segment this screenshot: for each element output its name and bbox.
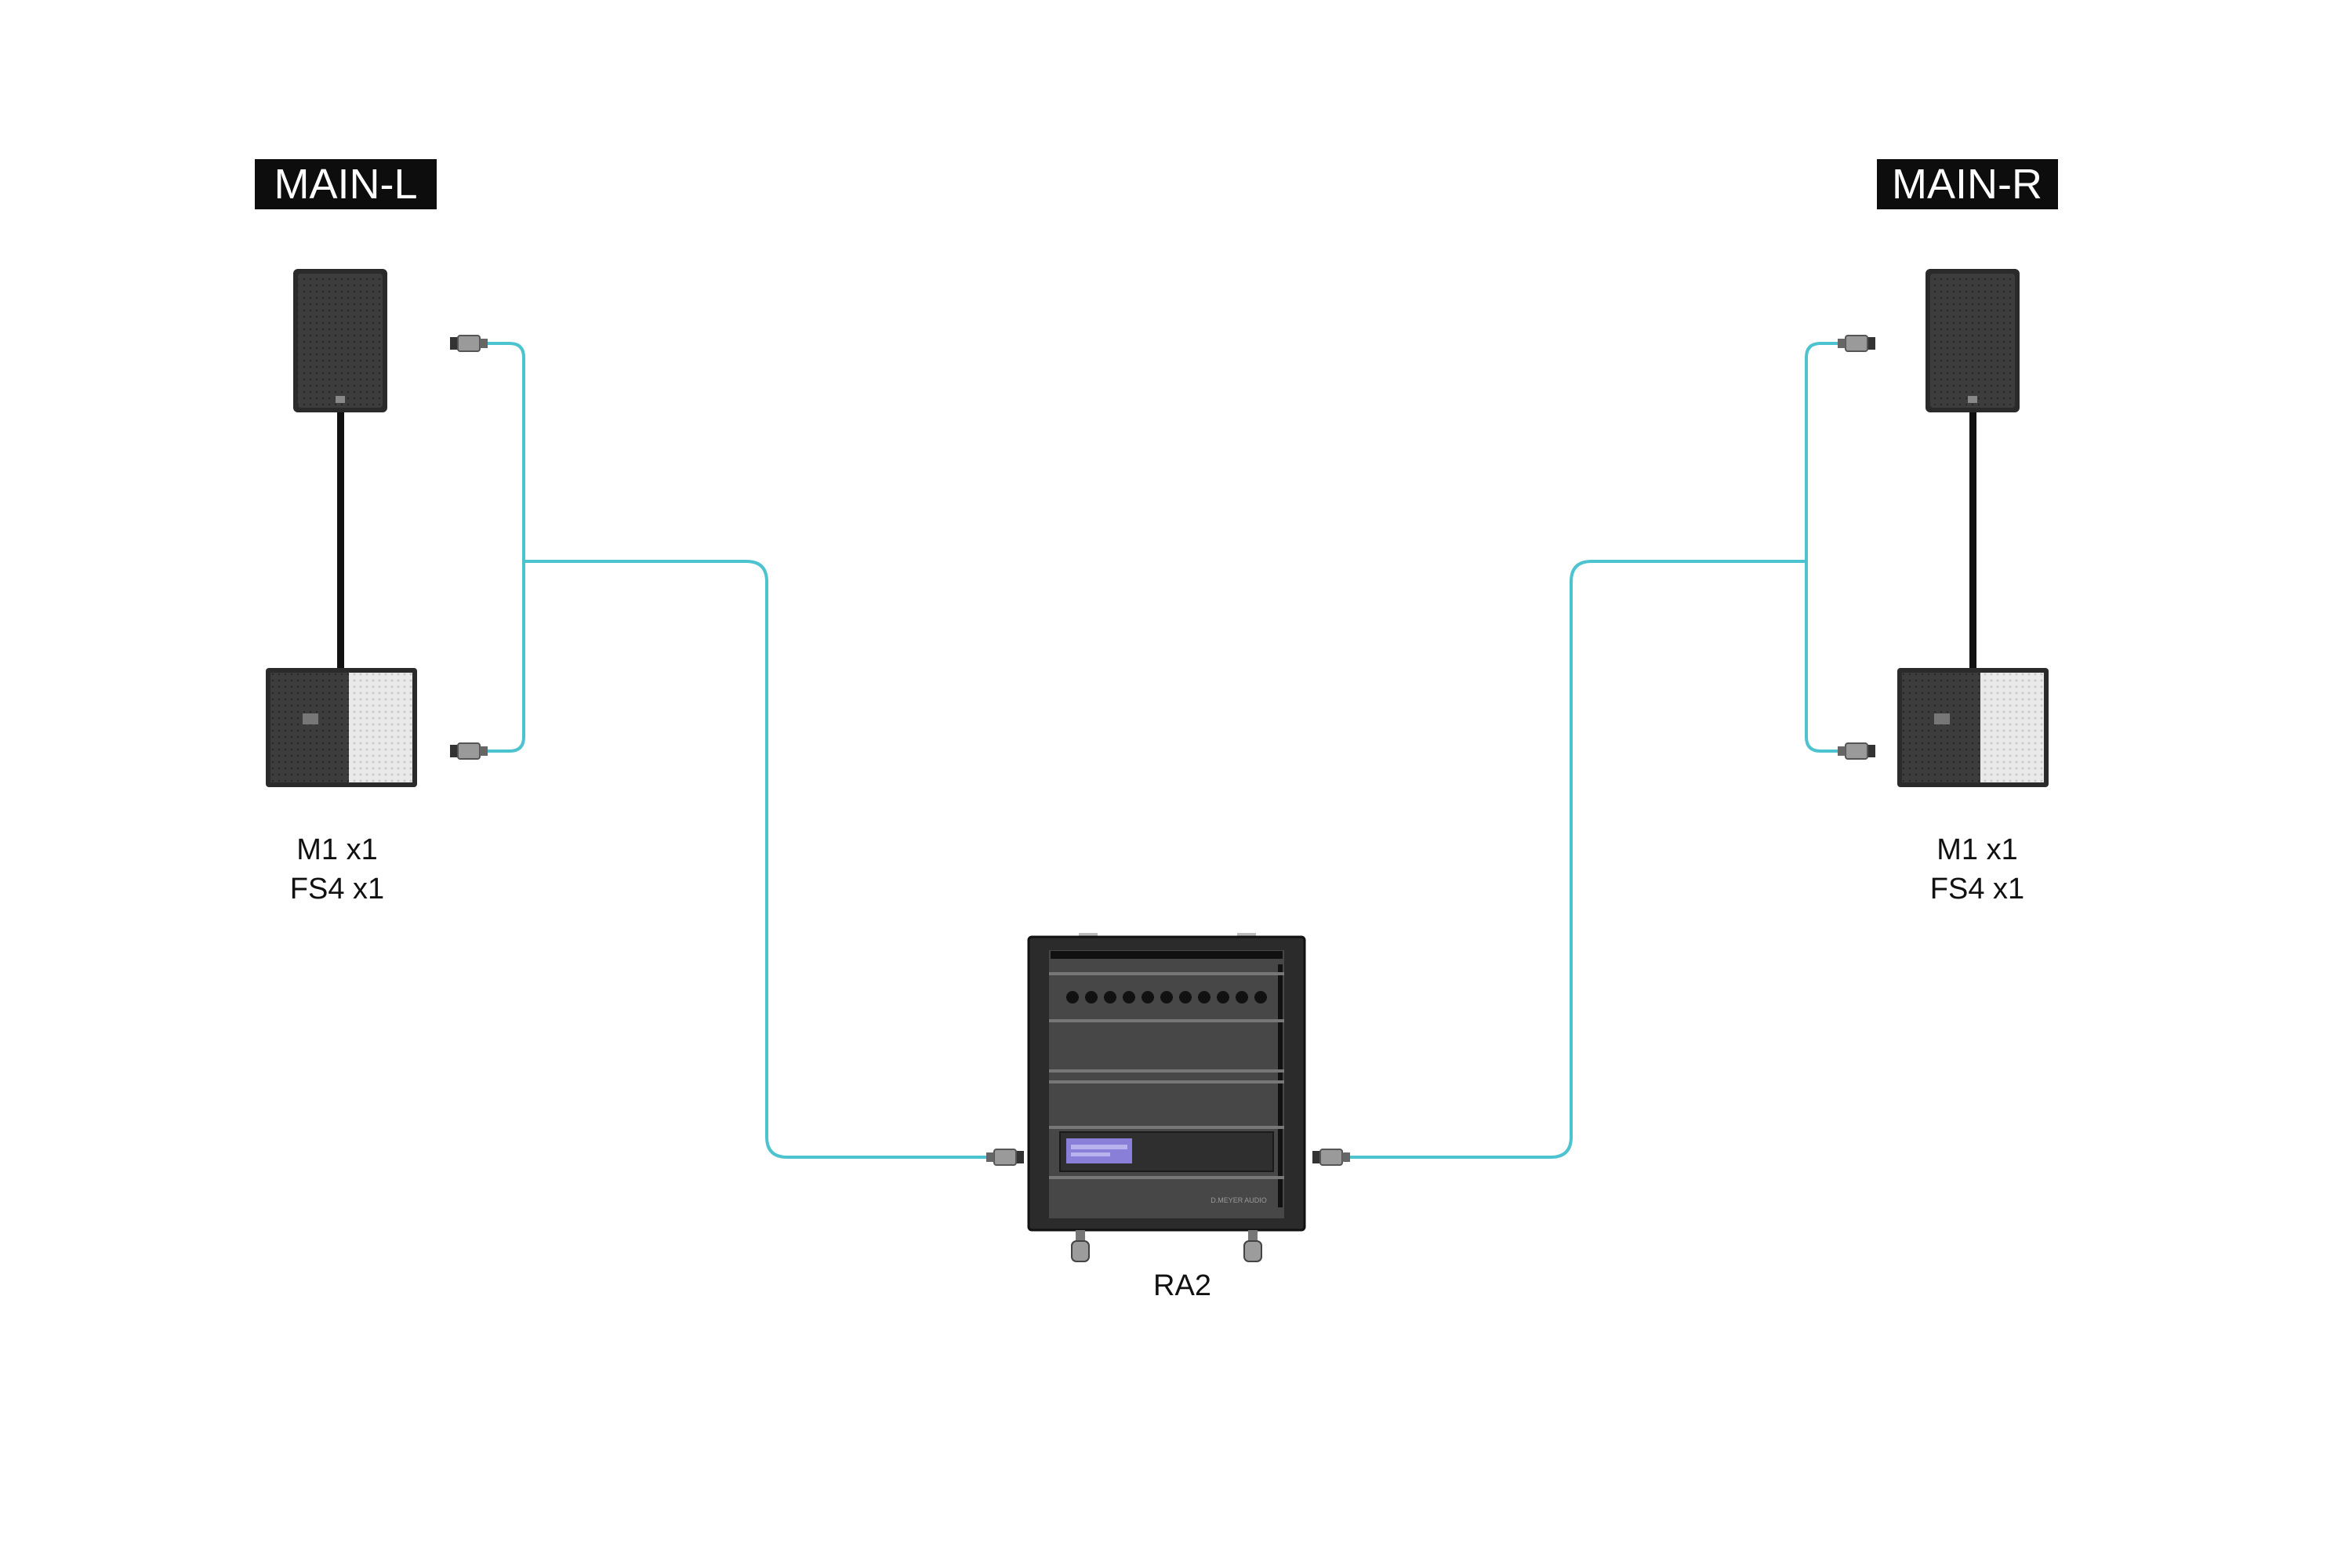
cable-group-left bbox=[486, 342, 988, 1159]
subwoofer-fs4-left bbox=[266, 668, 417, 787]
subwoofer-fs4-right bbox=[1897, 668, 2049, 787]
right-caption-line1: M1 x1 bbox=[1936, 833, 2017, 866]
cable-left-top bbox=[486, 342, 525, 753]
main-l-tag: MAIN-L bbox=[255, 159, 437, 209]
processor-display bbox=[1066, 1138, 1132, 1163]
rack-ra2: D.MEYER AUDIO bbox=[1027, 933, 1306, 1262]
rack-wheel-left bbox=[1071, 1230, 1090, 1262]
cable-left-trunk bbox=[524, 560, 988, 1159]
rack-patch-panel bbox=[1066, 991, 1267, 1004]
left-caption-line1: M1 x1 bbox=[296, 833, 377, 866]
rack-processor bbox=[1059, 1131, 1274, 1172]
connector-rack-right bbox=[1312, 1149, 1350, 1166]
cable-right-trunk bbox=[1350, 560, 1806, 1159]
right-caption-line2: FS4 x1 bbox=[1930, 873, 2024, 906]
connector-left-top bbox=[450, 335, 488, 352]
connector-left-bottom bbox=[450, 742, 488, 760]
main-r-tag: MAIN-R bbox=[1877, 159, 2058, 209]
cable-group-right bbox=[1350, 342, 1838, 1159]
stand-pole-left bbox=[337, 412, 344, 668]
rack-wheel-right bbox=[1243, 1230, 1262, 1262]
connector-right-top bbox=[1838, 335, 1875, 352]
main-l-tag-text: MAIN-L bbox=[274, 161, 417, 208]
rack-caption: RA2 bbox=[1153, 1269, 1211, 1302]
speaker-m1-right bbox=[1926, 269, 2020, 412]
main-r-tag-text: MAIN-R bbox=[1892, 161, 2042, 208]
speaker-m1-left bbox=[293, 269, 387, 412]
rack-brand-text: D.MEYER AUDIO bbox=[1210, 1196, 1267, 1204]
connector-right-bottom bbox=[1838, 742, 1875, 760]
stand-pole-right bbox=[1969, 412, 1976, 668]
cable-right-top bbox=[1805, 342, 1838, 753]
left-caption-line2: FS4 x1 bbox=[290, 873, 384, 906]
connector-rack-left bbox=[986, 1149, 1024, 1166]
